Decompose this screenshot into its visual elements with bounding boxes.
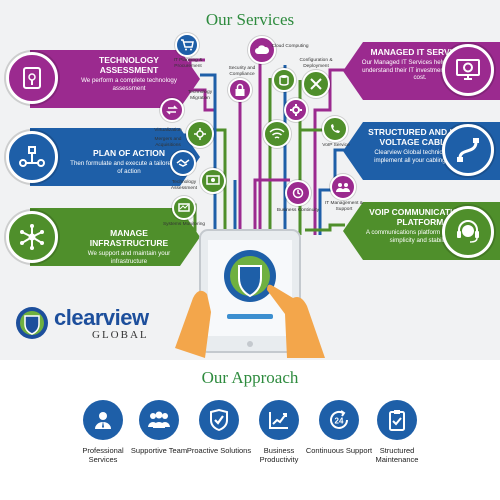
logo-emblem-icon (16, 307, 48, 339)
24-hour-icon: 24 (319, 400, 359, 440)
node-label: Cloud Computing (271, 44, 309, 49)
clearview-logo: clearview GLOBAL (14, 305, 149, 343)
banner-description: Our Managed IT Services help businesses … (361, 59, 479, 81)
banner-heading: VoIP Communications Platform (369, 207, 471, 227)
approach-label: Professional Services (82, 446, 124, 464)
node-label: IT Management & Support (324, 201, 364, 212)
banner-plan-of-action: Plan of ActionThen formulate and execute… (30, 128, 200, 186)
logo-subtext: GLOBAL (92, 329, 149, 341)
node-label: Mergers and Acquisitions (154, 137, 182, 148)
approach-proactive-solutions: Proactive Solutions (184, 400, 254, 455)
banner-heading: Manage Infrastructure (89, 228, 169, 248)
approach-business-productivity: Business Productivity (244, 400, 314, 464)
banner-heading: Technology Assessment (99, 55, 159, 75)
continuity-icon (285, 180, 311, 206)
voip-icon (322, 116, 348, 142)
services-title: Our Services (205, 10, 295, 29)
approach-continuous-support: 24 Continuous Support (304, 400, 374, 455)
database-icon (272, 68, 296, 92)
gear-icon (284, 98, 308, 122)
clipboard-icon (377, 400, 417, 440)
approach-professional-services: Professional Services (68, 400, 138, 464)
wifi-icon (263, 120, 291, 148)
approach-label: Business Productivity (259, 446, 299, 464)
approach-label: Structured Maintenance (375, 446, 419, 464)
banner-heading: Plan of Action (93, 148, 165, 158)
approach-label: Proactive Solutions (186, 446, 252, 455)
flowchart-icon (6, 131, 58, 183)
tools-icon (302, 70, 330, 98)
banner-description: A communications platform built around s… (365, 229, 475, 244)
headset-icon (442, 206, 494, 258)
lock-icon (228, 78, 252, 102)
approach-supportive-team: Supportive Team (124, 400, 194, 455)
node-label: Virtualization (154, 128, 182, 133)
banner-heading: Structured and Low-Voltage Cabling (368, 127, 472, 147)
virtualization-icon (186, 120, 214, 148)
banner-heading: Managed IT Services (370, 47, 470, 57)
touch-screen-icon (6, 52, 58, 104)
professional-icon (83, 400, 123, 440)
node-label: Systems Monitoring (162, 222, 206, 227)
approach-structured-maintenance: Structured Maintenance (362, 400, 432, 464)
migration-icon (160, 98, 184, 122)
logo-wordmark: clearview (54, 305, 149, 330)
banner-technology-assessment: Technology Assessment We perform a comple… (30, 50, 200, 108)
assessment-icon (200, 168, 226, 194)
node-label: Security and Compliance (228, 66, 256, 77)
node-label: Technology Assessment (170, 180, 198, 191)
svg-text:24: 24 (335, 417, 344, 426)
approach-title: Our Approach (201, 368, 299, 387)
banner-description: Clearview Global technicians can impleme… (374, 149, 466, 164)
approach-label: Supportive Team (130, 446, 188, 455)
tablet-illustration (175, 229, 325, 358)
shield-check-icon (199, 400, 239, 440)
banner-description: We perform a complete technology assessm… (81, 77, 177, 92)
banner-description: Then formulate and execute a tailored pl… (70, 160, 188, 175)
cloud-icon (248, 36, 276, 64)
support-icon (330, 174, 356, 200)
node-label: Technology Migration (187, 90, 213, 101)
node-label: VoIP Service (322, 143, 350, 148)
cart-icon (175, 33, 199, 57)
network-hub-icon (6, 211, 58, 263)
banner-description: We support and maintain your infrastruct… (87, 250, 171, 265)
team-icon (139, 400, 179, 440)
approach-label: Continuous Support (305, 446, 373, 455)
banner-manage-infrastructure: Manage Infrastructure We support and main… (30, 208, 200, 266)
node-label: IT Planning & Procurement (173, 58, 203, 69)
handshake-icon (170, 150, 196, 176)
cable-icon (442, 124, 494, 176)
growth-chart-icon (259, 400, 299, 440)
monitoring-icon (172, 196, 196, 220)
monitor-gear-icon (442, 44, 494, 96)
node-label: Business Continuity (276, 208, 320, 213)
node-label: Configuration & Deployment (299, 58, 333, 69)
